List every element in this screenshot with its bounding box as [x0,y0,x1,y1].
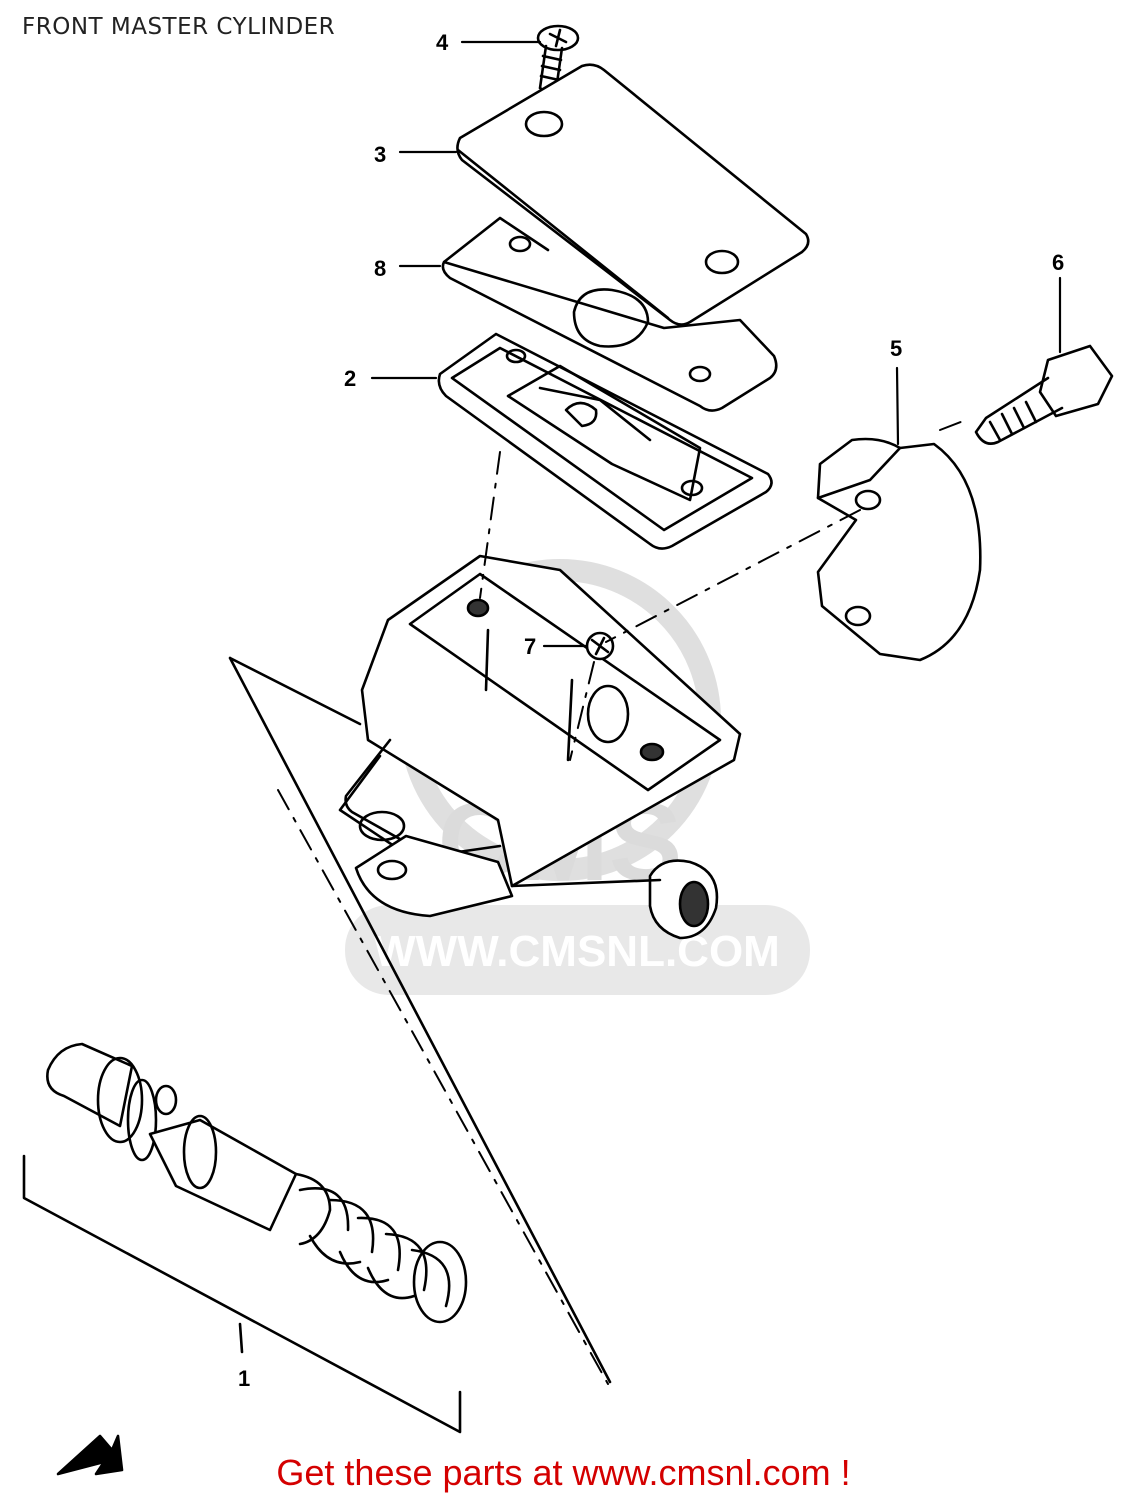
direction-arrow-icon [56,1434,124,1476]
callout-2: 2 [344,366,356,391]
callout-3: 3 [374,142,386,167]
clamp-part-5 [816,437,982,662]
cap-part-3 [456,63,810,326]
leader-lines [370,40,1062,648]
diaphragm-part-2 [437,332,773,550]
master-cylinder-body [338,554,742,940]
callout-1: 1 [238,1366,250,1391]
page-title: FRONT MASTER CYLINDER [22,14,336,40]
watermark-url: WWW.CMSNL.COM [374,927,780,976]
bolt-part-6 [974,344,1114,445]
footer-link[interactable]: Get these parts at www.cmsnl.com ! [276,1452,851,1493]
callout-8: 8 [374,256,386,281]
bracket-part-1 [22,1154,462,1434]
screw-part-4 [536,24,580,93]
callout-6: 6 [1052,250,1064,275]
callout-7: 7 [524,634,536,659]
callout-4: 4 [436,30,449,55]
alignment-lines [277,419,967,1385]
piston-assembly-part-1 [46,1042,468,1324]
triangle-guide [228,656,612,1384]
plate-part-8 [441,216,778,412]
callout-5: 5 [890,336,902,361]
fitting-part-7 [585,631,615,661]
